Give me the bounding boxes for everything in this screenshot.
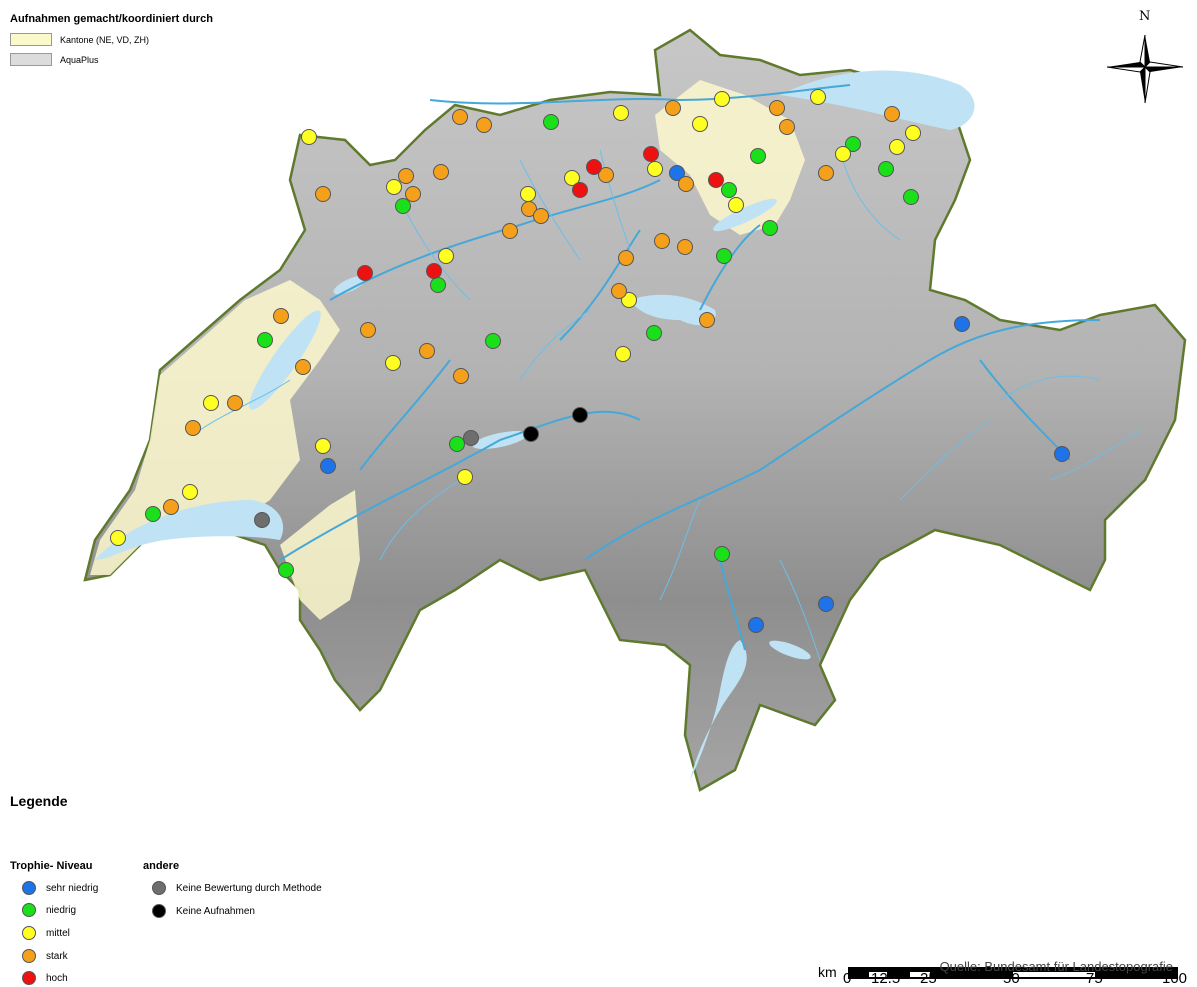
legend-dot-keine-aufnahmen (152, 904, 166, 918)
north-arrow-icon (1106, 34, 1184, 104)
legend-dot-stark (22, 949, 36, 963)
legend-item-sehr-niedrig: sehr niedrig (22, 881, 98, 895)
north-label: N (1139, 9, 1151, 24)
legend-andere-heading: andere (143, 860, 180, 872)
lake-lucerne (630, 294, 716, 326)
legend-label: Keine Aufnahmen (176, 905, 255, 917)
lake-geneva (95, 500, 284, 560)
scale-tick-75: 75 (1086, 970, 1103, 987)
legend-item-keine-bewertung: Keine Bewertung durch Methode (152, 881, 322, 895)
legend-dot-hoch (22, 971, 36, 985)
lake-maggiore (690, 640, 747, 780)
legend-label: Keine Bewertung durch Methode (176, 882, 322, 894)
legend-item-niedrig: niedrig (22, 903, 76, 917)
legend-label: niedrig (46, 904, 77, 916)
legend-label: stark (46, 950, 68, 962)
legend-item-keine-aufnahmen: Keine Aufnahmen (152, 904, 255, 918)
legend-label: mittel (46, 927, 70, 939)
scale-tick-0: 0 (843, 970, 852, 987)
sample-points (110, 89, 1070, 633)
provider-kantone: Kantone (NE, VD, ZH) (10, 33, 149, 46)
rivers (279, 84, 1101, 651)
legend-label: hoch (46, 972, 68, 984)
lake-constance (780, 70, 975, 130)
legend-title: Legende (10, 793, 68, 809)
lake-biel (333, 275, 367, 295)
scale-tick-100: 100 (1162, 970, 1188, 987)
scale-tick-25: 25 (920, 970, 937, 987)
source-credit: Quelle: Bundesamt für Landestopografie (939, 959, 1173, 974)
legend-item-stark: stark (22, 949, 68, 963)
provider-aquaplus-label: AquaPlus (60, 54, 99, 65)
canton-zh-area (655, 80, 805, 235)
scale-bar (848, 967, 1178, 979)
provider-kantone-label: Kantone (NE, VD, ZH) (60, 34, 150, 45)
legend-item-mittel: mittel (22, 926, 70, 940)
canton-vd-south-area (280, 490, 360, 620)
lake-neuchatel (249, 310, 321, 410)
legend-dot-mittel (22, 926, 36, 940)
providers-title: Aufnahmen gemacht/koordiniert durch (10, 13, 213, 25)
provider-aquaplus-swatch (10, 53, 52, 66)
legend-dot-keine-bewertung (152, 881, 166, 895)
scale-tick-50: 50 (1003, 970, 1020, 987)
legend-dot-sehr-niedrig (22, 881, 36, 895)
scale-tick-12-5: 12.5 (871, 970, 901, 987)
legend-label: sehr niedrig (46, 882, 99, 894)
lake-zurich (713, 198, 777, 232)
legend-item-hoch: hoch (22, 971, 68, 985)
legend-dot-niedrig (22, 903, 36, 917)
provider-aquaplus: AquaPlus (10, 53, 99, 66)
scale-unit: km (818, 964, 837, 980)
provider-kantone-swatch (10, 33, 52, 46)
legend-trophie-heading: Trophie- Niveau (10, 860, 93, 872)
lake-lugano (769, 640, 811, 660)
